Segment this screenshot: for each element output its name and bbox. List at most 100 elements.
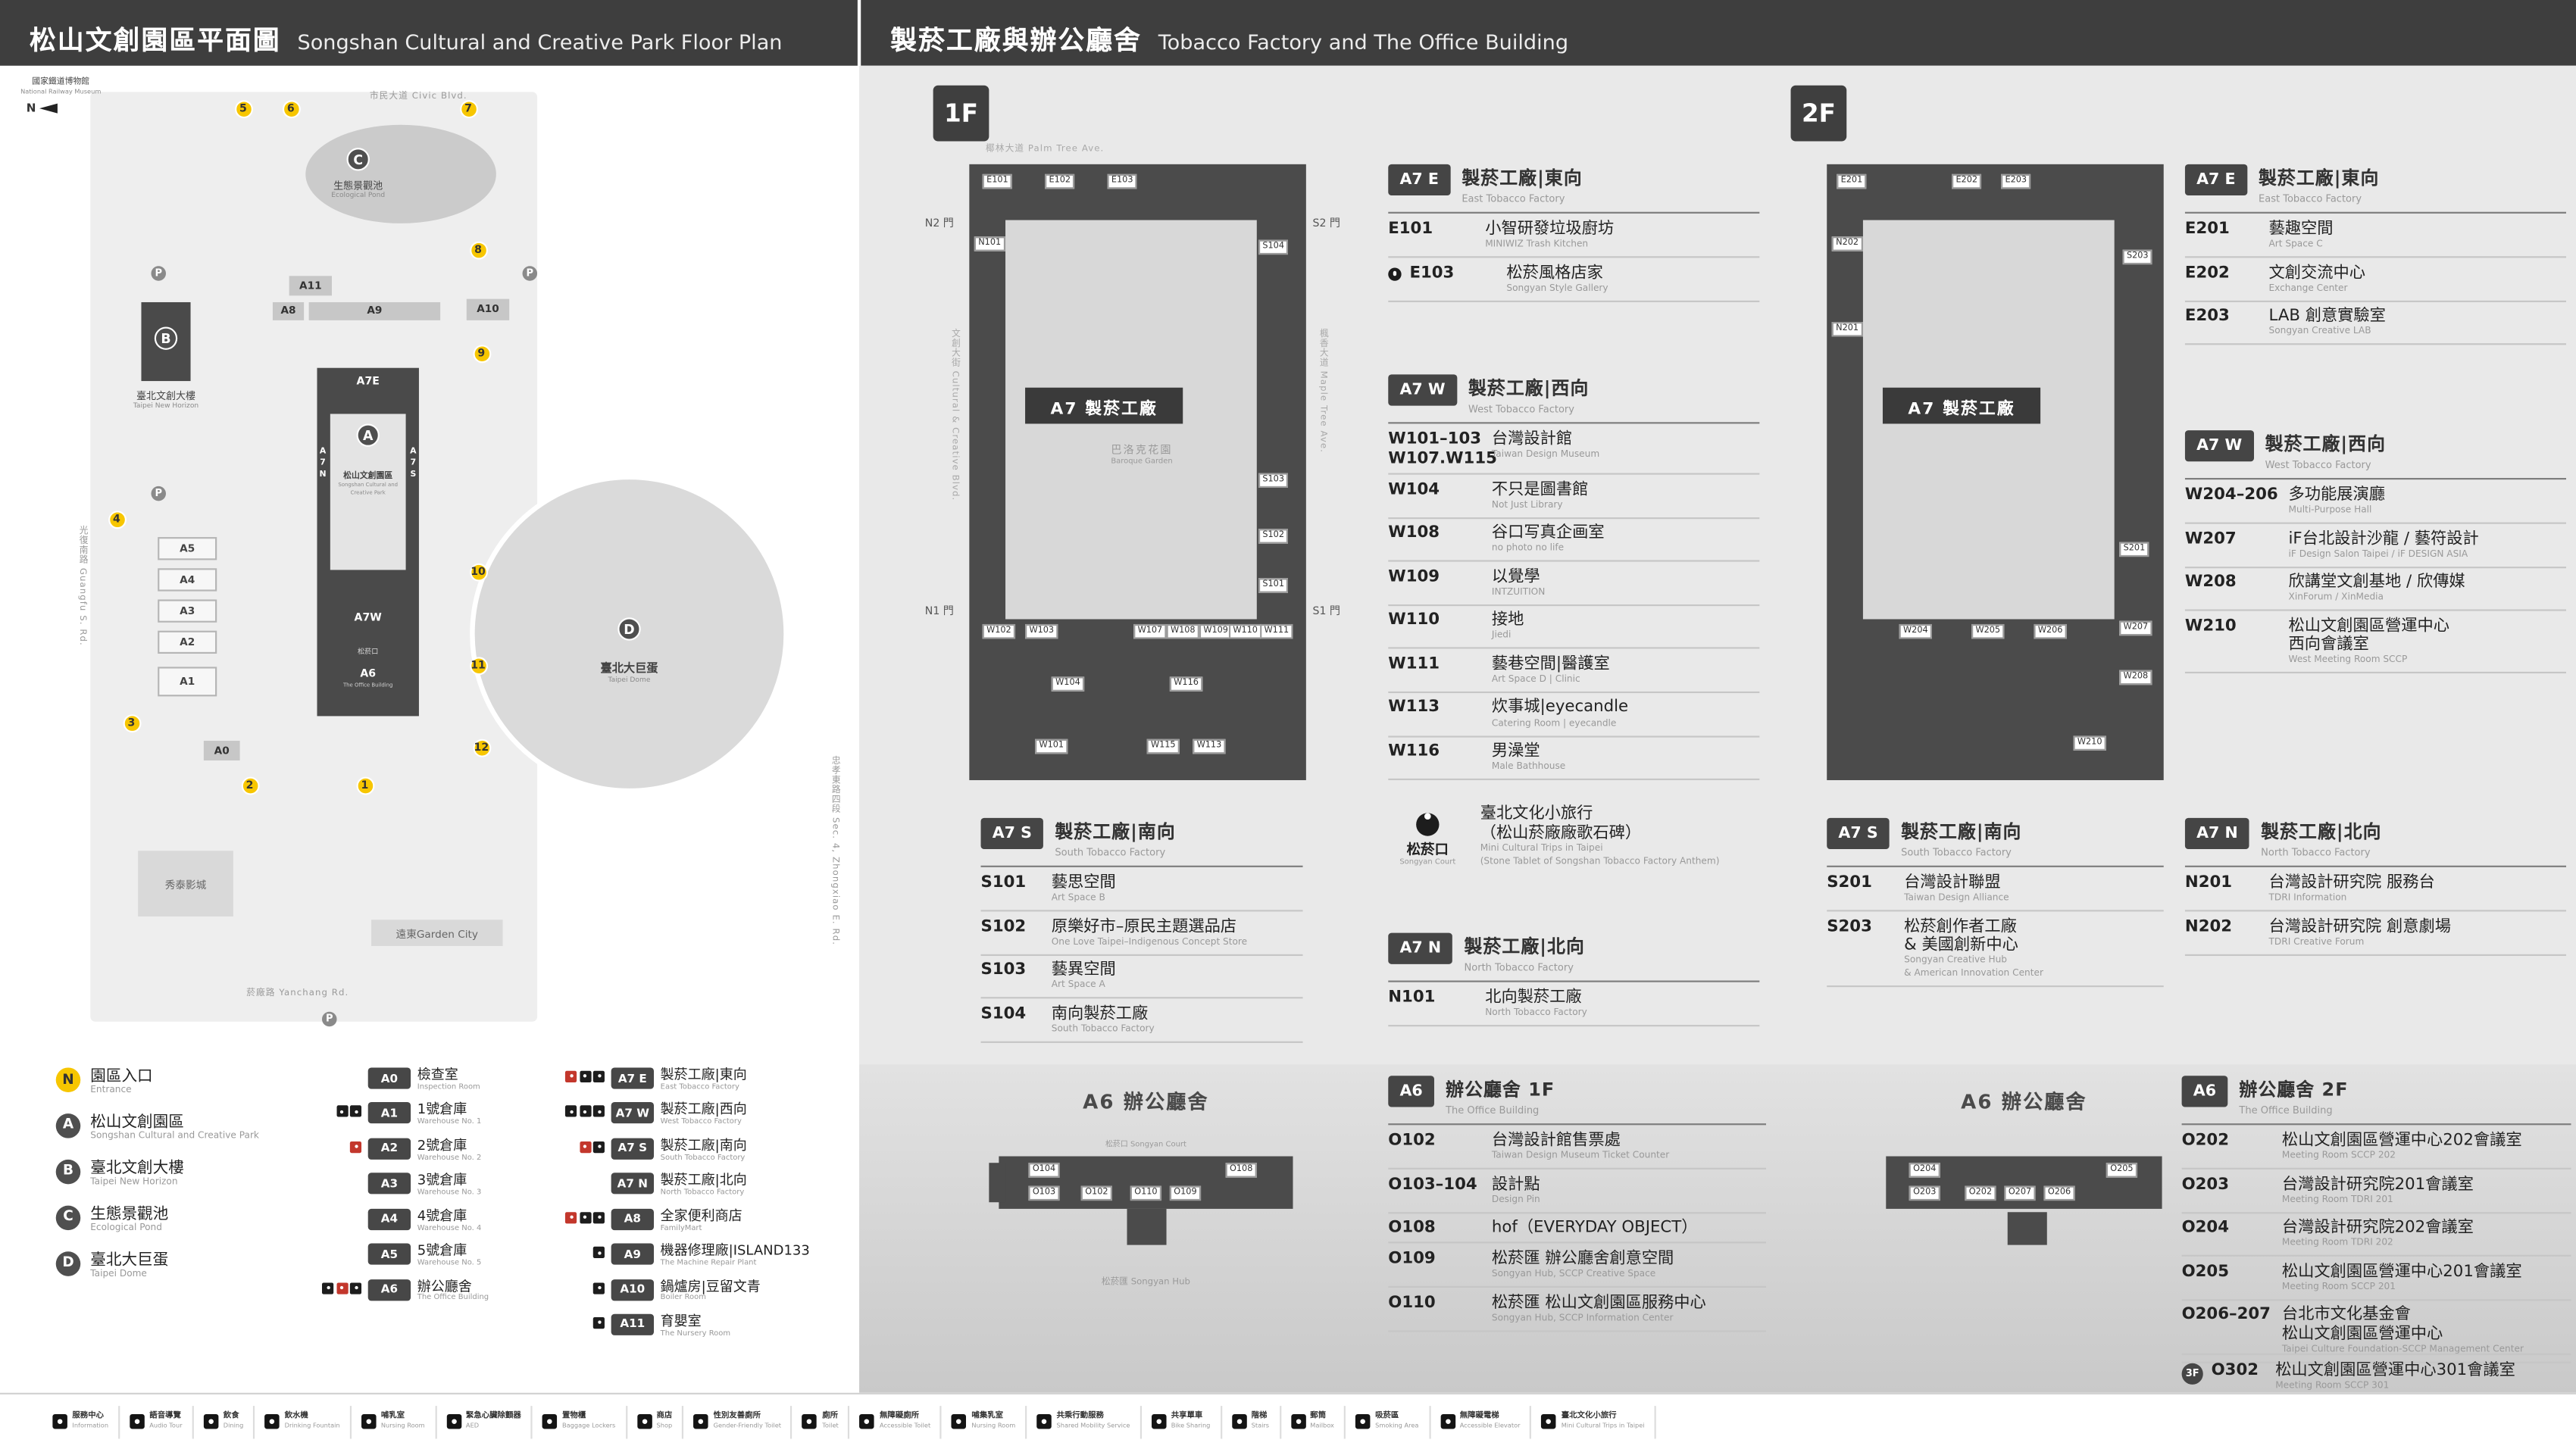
room-name-en: One Love Taipei–Indigenous Concept Store [1051, 937, 1248, 948]
room-code: E202 [2185, 264, 2261, 283]
legend-building-zh: 全家便利商店 [660, 1207, 742, 1223]
street-cultural-creative-blvd: 文創大街 Cultural & Creative Blvd. [949, 328, 960, 501]
facility-label-zh: 飲食 [223, 1413, 239, 1421]
entrance-gate-3: 3 [122, 714, 141, 732]
legend-code-badge: A5 [367, 1243, 411, 1265]
facility-label-zh: 廁所 [822, 1413, 839, 1421]
room-name-zh: 原樂好市–原民主題選品店 [1051, 917, 1237, 936]
room-code-line: W207 [2184, 529, 2237, 548]
room-name-zh: 炊事城|eyecandle [1491, 698, 1629, 717]
street-maple-tree-ave: 楓香大道 Maple Tree Ave. [1318, 328, 1328, 453]
entrance-gate-6: 6 [281, 99, 300, 118]
aed-icon [349, 1141, 362, 1153]
room-name-zh: hof（EVERYDAY OBJECT） [1491, 1219, 1698, 1238]
legend-place-en: Songshan Cultural and Creative Park [90, 1132, 259, 1142]
room-code: O205 [2182, 1263, 2274, 1282]
room-code-line: S101 [980, 873, 1027, 892]
parking-icon: P [151, 266, 167, 281]
room-name-en: Art Space B [1051, 893, 1105, 904]
audio-tour-icon [130, 1413, 145, 1429]
legend-place-en: Ecological Pond [90, 1223, 162, 1234]
room-code: S103 [981, 961, 1043, 980]
room-code: O109 [1388, 1250, 1483, 1269]
section-title-zh: 辦公廳舍 1F [1446, 1079, 1555, 1101]
legend-badge-B: B [55, 1159, 81, 1185]
smoking-icon [564, 1211, 577, 1223]
songyan-court-zh: 松菸口 [1406, 842, 1449, 860]
legend-place-zh: 臺北文創大樓 [90, 1159, 184, 1178]
floor-2f-badge: 2F [1790, 85, 1847, 142]
room-name-zh: 台灣設計館 [1491, 430, 1573, 448]
room-code-line: S103 [980, 960, 1027, 979]
plan-room-chip: W102 [982, 623, 1016, 639]
room-name-en: INTZUITION [1491, 587, 1546, 598]
room-name-zh: 南向製菸工廠 [1051, 1004, 1149, 1023]
facility-label-en: Nursing Room [971, 1420, 1016, 1429]
plan-room-chip: S104 [1258, 239, 1289, 255]
map-block-A10: A10 [466, 298, 510, 320]
office-wing-1f [989, 1163, 1006, 1203]
section-title-en: East Tobacco Factory [2258, 192, 2362, 205]
plan-room-chip: O203 [1909, 1185, 1940, 1201]
room-name-en: Meeting Room SCCP 301 [2275, 1381, 2390, 1391]
section-title-en: North Tobacco Factory [1464, 961, 1574, 973]
legend-row-icons [562, 1282, 605, 1294]
map-block-A1: A1 [158, 667, 217, 697]
room-name-en: Art Space D | Clinic [1491, 675, 1580, 685]
room-name-zh: 台灣設計研究院 服務台 [2268, 873, 2435, 892]
room-code-line: W204–206 [2184, 486, 2278, 504]
room-code-line: O205 [2181, 1262, 2229, 1281]
room-code: N201 [2185, 874, 2261, 893]
parking-icon: P [522, 266, 538, 281]
room-code: O102 [1388, 1132, 1483, 1151]
map-block-A11: A11 [289, 276, 333, 296]
room-code-line: S203 [1827, 917, 1872, 936]
legend-building-en: Warehouse No. 3 [417, 1189, 482, 1198]
nursing-icon [349, 1106, 362, 1118]
legend-code-badge: A11 [611, 1313, 655, 1335]
legend-building-zh: 鍋爐房|豆留文青 [660, 1276, 761, 1294]
facility-label-zh: 無障礙廁所 [879, 1413, 920, 1421]
stairs-icon [1231, 1413, 1247, 1429]
room-name-en: Design Pin [1491, 1194, 1540, 1205]
legend-building-zh: 1號倉庫 [417, 1101, 467, 1118]
legend-building-zh: 3號倉庫 [417, 1171, 467, 1188]
room-code: O203 [2182, 1176, 2274, 1194]
room-code: O302 [2211, 1361, 2259, 1380]
legend-place-zh: 園區入口 [90, 1067, 153, 1086]
room-code: E203 [2185, 308, 2261, 326]
room-code-line: W101–103 [1388, 430, 1482, 448]
map-block-遠東Garden City: 遠東Garden City [371, 920, 503, 946]
room-name-en: Songyan Hub, SCCP Creative Space [1491, 1269, 1656, 1280]
songyan-court-id: 松菸口 Songyan Court [1388, 804, 1467, 869]
map-block-A8: A8 [272, 301, 305, 320]
road-label: 菸廠路 Yanchang Rd. [246, 988, 349, 999]
room-code-line: O102 [1388, 1132, 1436, 1150]
gate-s2-label: S2 門 [1312, 217, 1341, 230]
nursing-icon [592, 1247, 605, 1259]
